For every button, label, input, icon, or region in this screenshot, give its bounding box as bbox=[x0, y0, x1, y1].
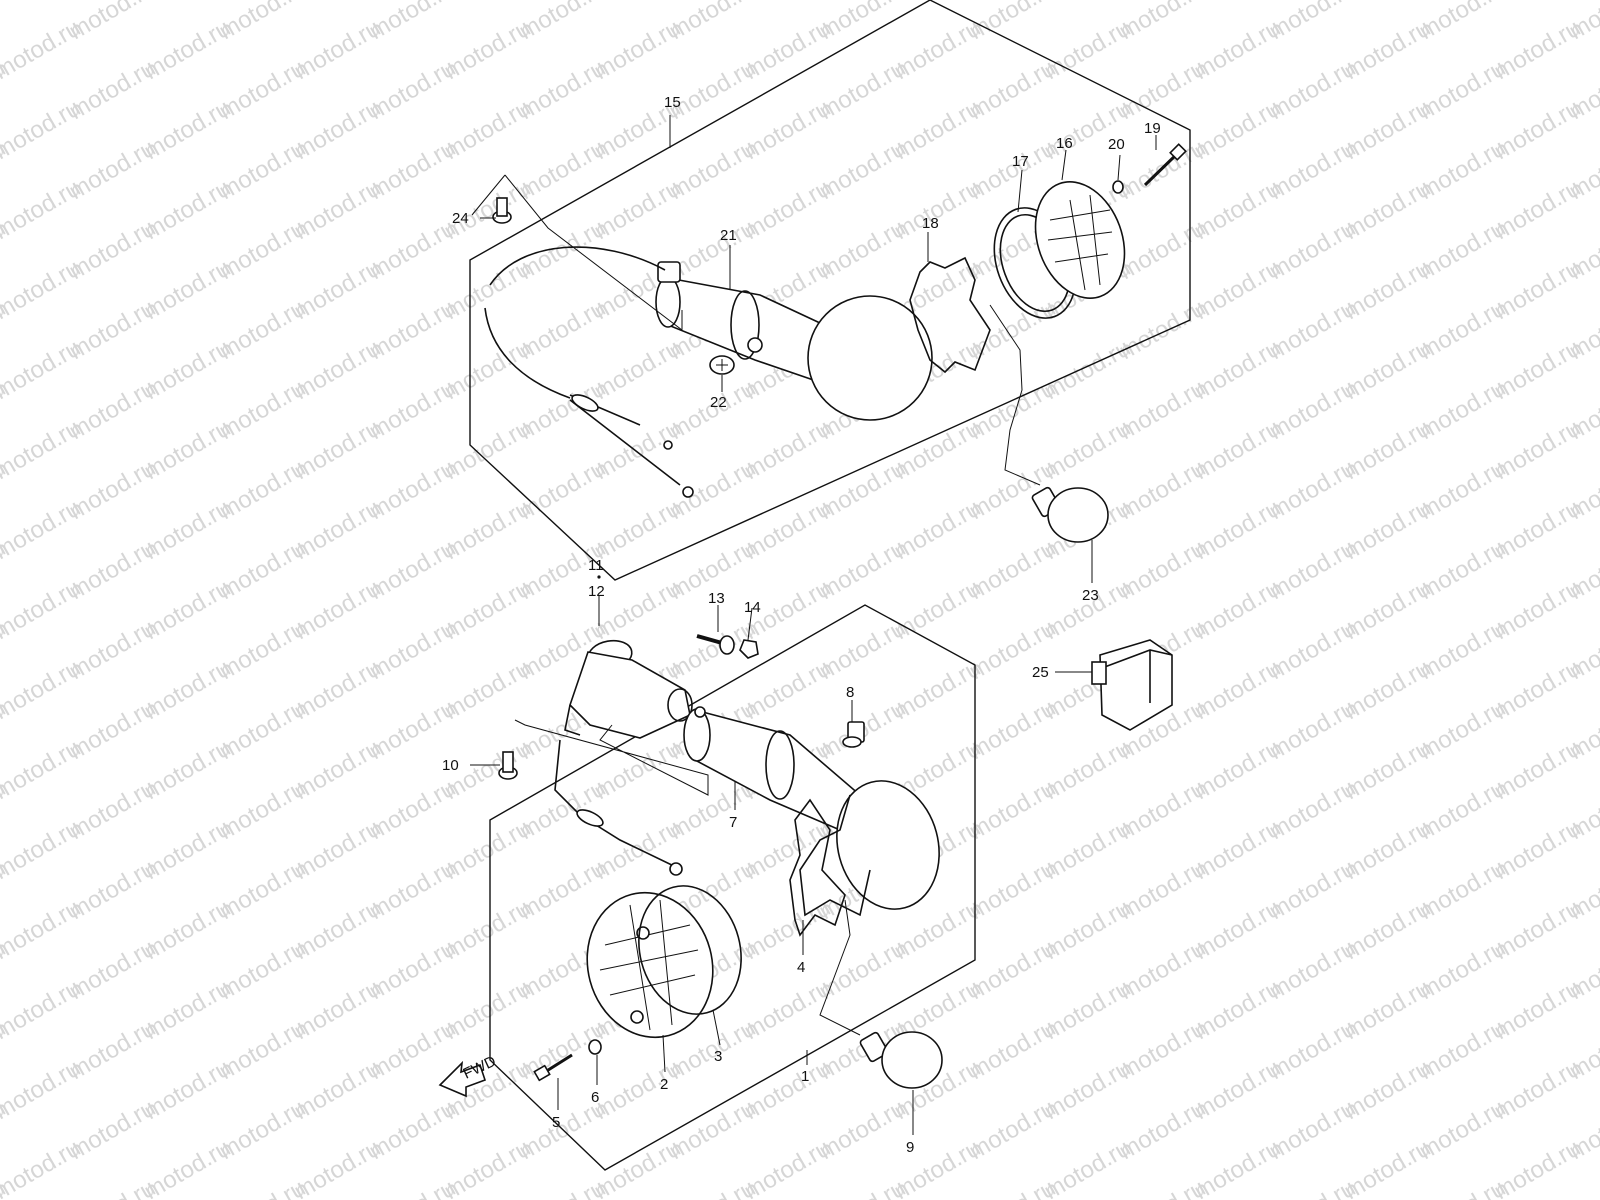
callout-25: 25 bbox=[1032, 664, 1049, 681]
callout-5: 5 bbox=[552, 1114, 560, 1131]
callout-8: 8 bbox=[846, 684, 854, 701]
upper-assembly bbox=[469, 0, 1191, 581]
part-19-screw bbox=[1143, 143, 1187, 187]
callout-3: 3 bbox=[714, 1048, 722, 1065]
callout-1: 1 bbox=[801, 1068, 809, 1085]
part-20-washer bbox=[1112, 180, 1124, 194]
callout-20: 20 bbox=[1108, 136, 1125, 153]
callout-15: 15 bbox=[664, 94, 681, 111]
callout-22: 22 bbox=[710, 394, 727, 411]
part-14-nut bbox=[739, 639, 759, 659]
part-2-lens bbox=[586, 891, 714, 1039]
part-6-washer bbox=[588, 1039, 602, 1055]
part-13-bolt bbox=[696, 634, 735, 655]
part-18-bracket bbox=[909, 256, 991, 374]
callout-24: 24 bbox=[452, 210, 469, 227]
callout-19: 19 bbox=[1144, 120, 1161, 137]
callout-18: 18 bbox=[922, 215, 939, 232]
part-4-bracket bbox=[789, 798, 846, 937]
lower-lamp-shell bbox=[799, 780, 940, 917]
part-9-bulb bbox=[859, 1031, 943, 1089]
part-8-bolt bbox=[842, 721, 865, 748]
callout-11-dot bbox=[597, 575, 601, 579]
callout-21: 21 bbox=[720, 227, 737, 244]
callout-leaders bbox=[470, 115, 1157, 1135]
part-23-bulb bbox=[1031, 486, 1109, 543]
callout-12: 12 bbox=[588, 583, 605, 600]
part-5-screw bbox=[533, 1053, 573, 1082]
part-16-lens bbox=[1034, 181, 1126, 299]
callout-11: 11 bbox=[588, 557, 604, 574]
callout-14: 14 bbox=[744, 599, 761, 616]
callout-labels: 15 16 17 18 19 20 21 22 23 24 25 11 12 1… bbox=[442, 94, 1161, 1156]
upper-assembly-boundary bbox=[469, 0, 1191, 581]
callout-17: 17 bbox=[1012, 153, 1029, 170]
part-7-housing bbox=[683, 706, 862, 832]
callout-10: 10 bbox=[442, 757, 459, 774]
callout-16: 16 bbox=[1056, 135, 1073, 152]
part-3-rim bbox=[638, 885, 742, 1015]
lower-assembly bbox=[489, 604, 976, 1171]
part-12-bracket bbox=[564, 639, 693, 739]
part-21-housing bbox=[655, 261, 836, 387]
callout-9: 9 bbox=[906, 1139, 914, 1156]
callout-7: 7 bbox=[729, 814, 737, 831]
callout-2: 2 bbox=[660, 1076, 668, 1093]
upper-lamp-shell bbox=[807, 295, 933, 421]
part-25-relay bbox=[1091, 639, 1173, 731]
part-10-bolt bbox=[498, 751, 518, 780]
lower-assembly-boundary bbox=[489, 604, 976, 1171]
part-24-bolt bbox=[492, 197, 512, 224]
part-22-screw bbox=[709, 355, 735, 375]
upper-wire-harness bbox=[484, 246, 694, 498]
callout-23: 23 bbox=[1082, 587, 1099, 604]
lower-wire-harness bbox=[554, 739, 683, 876]
callout-13: 13 bbox=[708, 590, 725, 607]
callout-4: 4 bbox=[797, 959, 805, 976]
callout-6: 6 bbox=[591, 1089, 599, 1106]
